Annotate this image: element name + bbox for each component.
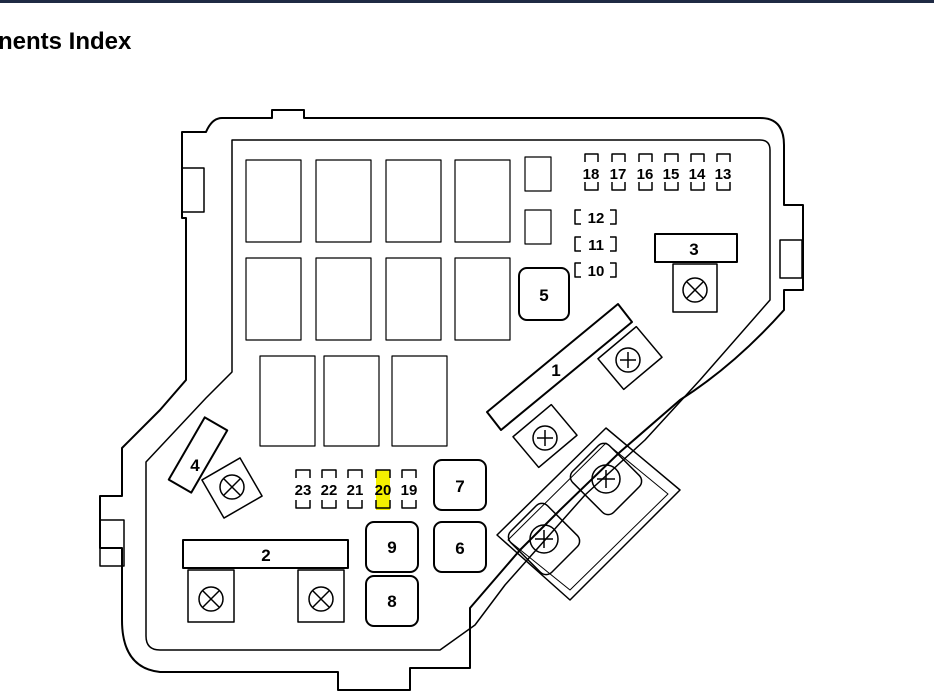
large-fuse-blocks [365, 267, 570, 627]
housing-tab-right [779, 239, 803, 279]
fuse-12-label: 12 [588, 210, 605, 227]
bolt-plus-icon [529, 524, 559, 554]
bolt-x-icon [308, 586, 334, 612]
bolt-x-icon [198, 586, 224, 612]
fuse-18-label: 18 [583, 166, 600, 183]
relay-2 [182, 539, 349, 623]
housing-tab-left-top [181, 167, 205, 213]
relay-3-label: 3 [689, 240, 698, 259]
fuse-17-label: 17 [610, 166, 627, 183]
fuse-5-label: 5 [539, 286, 548, 305]
fuse-19-label: 19 [401, 482, 418, 499]
fuse-10-label: 10 [588, 263, 605, 280]
relay-3 [654, 233, 738, 313]
page-title: nents Index [0, 28, 132, 55]
fuse-16-label: 16 [637, 166, 654, 183]
fuse-11-label: 11 [588, 237, 604, 254]
empty-sockets [245, 156, 552, 447]
fuse-15-label: 15 [663, 166, 680, 183]
fuse-9-label: 9 [387, 538, 396, 557]
relay-2-label: 2 [261, 546, 270, 565]
fuse-13-label: 13 [715, 166, 732, 183]
fuse-box-housing-outline [99, 109, 804, 691]
fuse-labels: 1 2 3 4 5 6 7 8 9 10 11 12 18 17 16 15 1… [190, 166, 731, 611]
fuse-6-label: 6 [455, 539, 464, 558]
fuse-21-label: 21 [347, 482, 364, 499]
bolt-x-icons [198, 277, 708, 612]
relay-4-label: 4 [190, 456, 200, 475]
fuse-8-label: 8 [387, 592, 396, 611]
housing-tab-left-bottom [99, 519, 125, 567]
bolt-x-icon [219, 474, 245, 500]
bolt-plus-icon [591, 464, 621, 494]
fuse-23-label: 23 [295, 482, 312, 499]
battery-terminal-area [496, 427, 681, 601]
header-rule [0, 0, 934, 3]
relay-1 [486, 303, 663, 469]
bolt-plus-icon [615, 347, 641, 373]
fuse-14-label: 14 [689, 166, 706, 183]
fuse-20-highlight [376, 470, 390, 510]
fuse-22-label: 22 [321, 482, 338, 499]
relay-4 [167, 416, 263, 519]
bolt-plus-icon [532, 425, 558, 451]
fuse-7-label: 7 [455, 477, 464, 496]
bolt-x-icon [682, 277, 708, 303]
small-fuse-brackets [295, 153, 731, 509]
relay-1-label: 1 [551, 361, 560, 380]
fuse-20-label: 20 [375, 482, 392, 499]
fuse-box-inner-outline [145, 139, 771, 651]
bolt-plus-icons [529, 347, 641, 554]
